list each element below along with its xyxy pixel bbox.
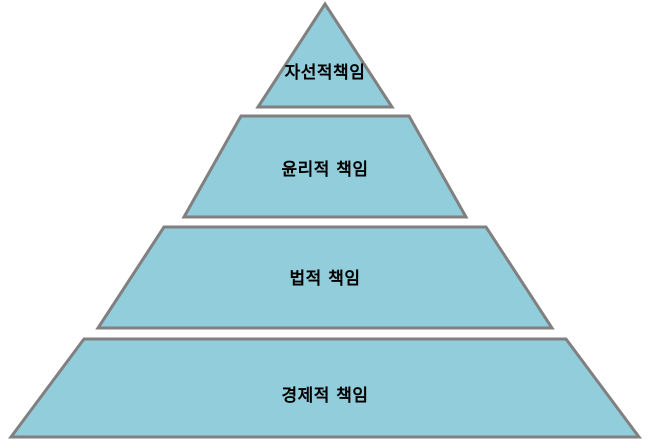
pyramid-tier-3-shape[interactable] (95, 225, 555, 330)
pyramid-tier-1-shape[interactable] (255, 1, 395, 109)
pyramid-tier-4-shape[interactable] (8, 337, 642, 439)
pyramid-tier-2-shape[interactable] (181, 114, 469, 219)
